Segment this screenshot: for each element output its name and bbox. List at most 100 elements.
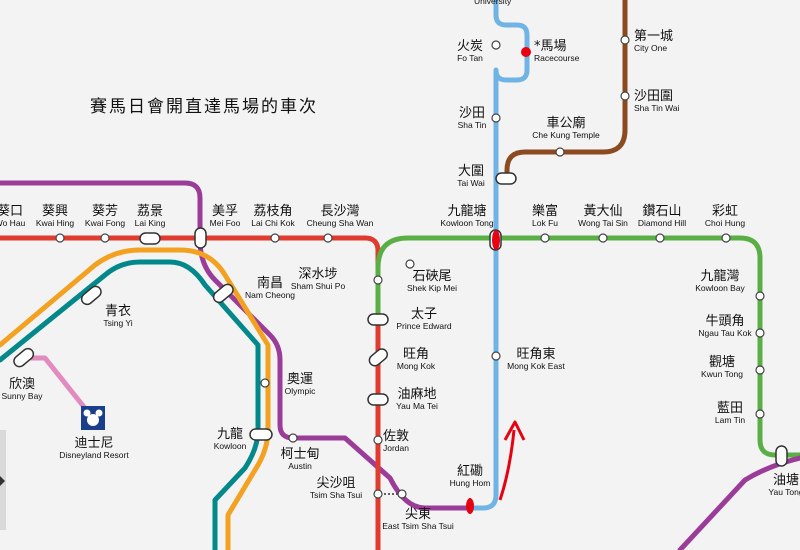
station-dot[interactable] bbox=[540, 233, 550, 243]
station-dot[interactable] bbox=[100, 233, 110, 243]
station-name-zh: 旺角東 bbox=[516, 346, 555, 362]
station-name-en: Fo Tan bbox=[457, 53, 483, 63]
station-dot[interactable] bbox=[598, 233, 608, 243]
station-dot[interactable] bbox=[260, 378, 270, 388]
station-dot[interactable] bbox=[491, 113, 501, 123]
mei-foo-interchange[interactable] bbox=[194, 227, 207, 249]
station-name-en: Shek Kip Mei bbox=[407, 283, 457, 293]
station-name-zh: 葵口 bbox=[0, 204, 23, 219]
station-name-zh: 九龍 bbox=[217, 426, 243, 442]
station-dot[interactable] bbox=[555, 147, 565, 157]
station-label-kwai-hau[interactable]: 葵口Wo Hau bbox=[0, 204, 26, 228]
station-dot[interactable] bbox=[397, 489, 407, 499]
hand-drawn-arrow-head bbox=[503, 420, 526, 441]
station-dot[interactable] bbox=[55, 233, 65, 243]
station-dot[interactable] bbox=[655, 233, 665, 243]
station-dot[interactable] bbox=[721, 233, 731, 243]
station-dot[interactable] bbox=[620, 35, 630, 45]
caption-text: 賽馬日會開直達馬場的車次 bbox=[90, 96, 318, 117]
play-arrow-icon[interactable] bbox=[0, 476, 5, 486]
station-label-university[interactable]: University bbox=[474, 0, 512, 6]
station-name-zh: 第一城 bbox=[634, 29, 673, 44]
station-name-zh: 尖沙咀 bbox=[316, 476, 355, 491]
nam-cheong-interchange[interactable] bbox=[211, 282, 235, 305]
station-dot[interactable] bbox=[755, 409, 765, 419]
station-dot[interactable] bbox=[373, 435, 383, 445]
kowloon-tong-red-mark bbox=[492, 230, 500, 250]
tsing-yi-interchange[interactable] bbox=[79, 284, 103, 307]
station-dot[interactable] bbox=[755, 365, 765, 375]
station-name-en: Sunny Bay bbox=[1, 391, 43, 401]
station-name-en: Austin bbox=[288, 461, 312, 471]
station-name-en: Sha Tin Wai bbox=[634, 103, 680, 113]
station-dot[interactable] bbox=[323, 233, 333, 243]
station-name-zh: 油麻地 bbox=[397, 387, 436, 402]
station-dot[interactable] bbox=[620, 91, 630, 101]
station-name-zh: 牛頭角 bbox=[705, 314, 744, 329]
prince-edward-interchange[interactable] bbox=[367, 313, 389, 326]
tung-chung-line bbox=[0, 247, 271, 550]
station-dot[interactable] bbox=[755, 291, 765, 301]
station-dot[interactable] bbox=[491, 40, 501, 50]
station-dot[interactable] bbox=[288, 433, 298, 443]
yau-ma-tei-interchange[interactable] bbox=[367, 393, 389, 406]
racecourse-red-dot bbox=[521, 47, 531, 57]
tai-wai-interchange[interactable] bbox=[495, 172, 517, 185]
station-dot[interactable] bbox=[373, 275, 383, 285]
kwun-tong-line bbox=[375, 235, 800, 458]
lai-king-interchange[interactable] bbox=[139, 232, 161, 245]
yau-tong-interchange[interactable] bbox=[775, 445, 788, 467]
kowloon-interchange[interactable] bbox=[249, 428, 273, 441]
station-name-en: Racecourse bbox=[534, 53, 580, 63]
mong-kok-interchange[interactable] bbox=[367, 347, 389, 368]
station-dot[interactable] bbox=[491, 351, 501, 361]
station-dot[interactable] bbox=[270, 233, 280, 243]
station-dot[interactable] bbox=[755, 328, 765, 338]
station-dot[interactable] bbox=[373, 489, 383, 499]
mickey-icon bbox=[81, 406, 105, 430]
sunny-bay-interchange[interactable] bbox=[12, 346, 36, 369]
station-name-zh: 深水埗 bbox=[298, 267, 337, 282]
station-dot[interactable] bbox=[405, 259, 415, 269]
